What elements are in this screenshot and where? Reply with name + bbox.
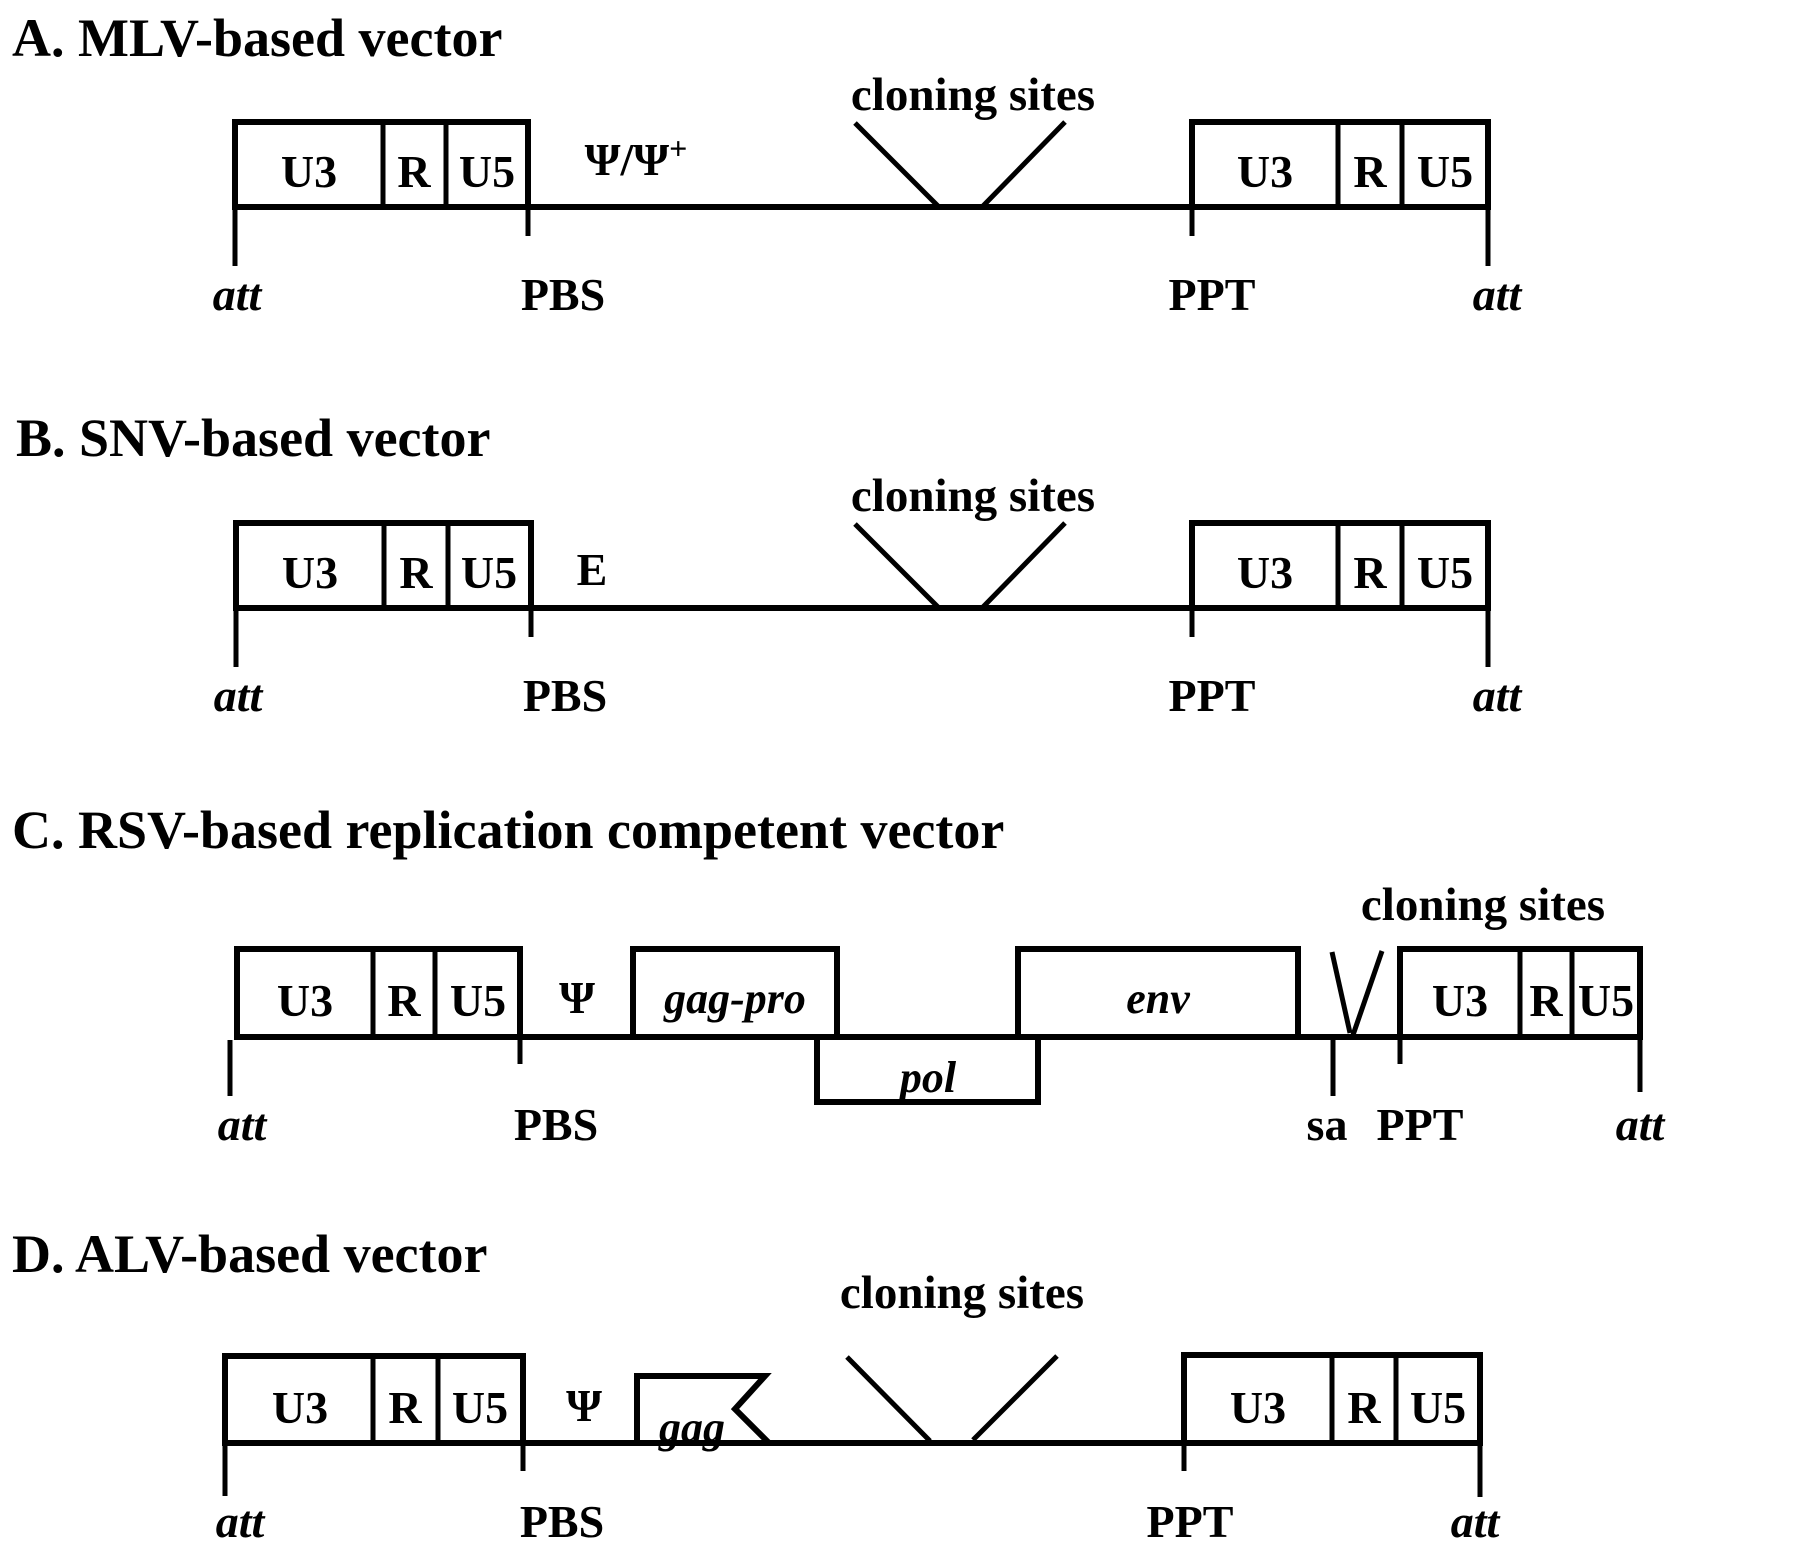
panel-c-gag-pro-label: gag-pro [663, 974, 806, 1023]
panel-d-ltr-right-u3-label: U3 [1230, 1382, 1286, 1433]
panel-d-cloning-sites-label: cloning sites [840, 1267, 1084, 1319]
panel-a-cloning-sites-label: cloning sites [851, 69, 1095, 121]
panel-a-mlv: A. MLV-based vector cloning sites U3 R U… [12, 8, 1522, 320]
panel-d-ltr-right-u5-label: U5 [1410, 1382, 1466, 1433]
panel-c-ltr-left-r-label: R [387, 975, 421, 1026]
panel-b-ltr-right-u3-label: U3 [1237, 547, 1293, 598]
panel-d-pbs-label: PBS [520, 1496, 604, 1547]
panel-b-ltr-left-r-label: R [399, 547, 433, 598]
panel-b-ltr-left-u5-label: U5 [461, 547, 517, 598]
panel-c-ltr-left-box [234, 946, 523, 1040]
panel-c-cloning-v-right-line [1350, 950, 1385, 1036]
panel-b-title: B. SNV-based vector [16, 408, 490, 468]
panel-c-ltr-right-u5-label: U5 [1578, 975, 1634, 1026]
panel-b-pbs-label: PBS [523, 670, 607, 721]
panel-a-packaging-signal-label: Ψ/Ψ+ [585, 130, 688, 185]
panel-c-att-right-label: att [1616, 1099, 1666, 1150]
panel-d-att-left-label: att [216, 1496, 266, 1547]
panel-c-pbs-label: PBS [514, 1099, 598, 1150]
panel-a-ltr-left-u5-label: U5 [459, 146, 515, 197]
panel-c-env-label: env [1126, 974, 1190, 1023]
panel-b-ppt-label: PPT [1169, 670, 1256, 721]
panel-c-title: C. RSV-based replication competent vecto… [12, 800, 1004, 860]
panel-d-cloning-v-left-line [845, 1355, 932, 1443]
panel-c-rsv: C. RSV-based replication competent vecto… [12, 800, 1665, 1150]
panel-c-cloning-v-left-line [1329, 951, 1353, 1034]
panel-a-cloning-v-left-line [853, 121, 940, 208]
panel-a-title: A. MLV-based vector [12, 8, 502, 68]
panel-a-ltr-right-u5-label: U5 [1417, 146, 1473, 197]
panel-c-ltr-right-r-label: R [1529, 975, 1563, 1026]
panel-a-att-left-label: att [213, 269, 263, 320]
panel-b-cloning-v-right-line [981, 521, 1067, 609]
panel-d-gag-label: gag [658, 1403, 725, 1452]
panel-a-ppt-label: PPT [1169, 269, 1256, 320]
panel-a-ltr-right-u3-label: U3 [1237, 146, 1293, 197]
panel-c-pol-box [814, 1034, 1041, 1105]
panel-c-ltr-right-u3-label: U3 [1432, 975, 1488, 1026]
panel-c-ltr-left-u3-label: U3 [277, 975, 333, 1026]
panel-c-pol-label: pol [896, 1053, 957, 1102]
panel-a-att-right-label: att [1473, 269, 1523, 320]
panel-b-ltr-right-r-label: R [1353, 547, 1387, 598]
panel-c-gag-pro-box [630, 946, 840, 1040]
panel-d-cloning-v-right-line [971, 1354, 1059, 1442]
panel-c-env-box [1015, 946, 1301, 1040]
panel-b-cloning-v-left-line [853, 522, 940, 609]
panel-a-ltr-left-r-label: R [397, 146, 431, 197]
panel-d-ltr-left-u3-label: U3 [272, 1382, 328, 1433]
panel-b-snv: B. SNV-based vector cloning sites U3 R U… [16, 408, 1522, 721]
panel-d-packaging-signal-label: Ψ [566, 1380, 602, 1431]
panel-d-alv: D. ALV-based vector cloning sites U3 R U… [12, 1224, 1500, 1547]
panel-c-sa-label: sa [1307, 1099, 1348, 1150]
panel-b-att-right-label: att [1473, 670, 1523, 721]
panel-c-ppt-label: PPT [1377, 1099, 1464, 1150]
panel-b-att-left-label: att [214, 670, 264, 721]
panel-d-att-right-label: att [1451, 1496, 1501, 1547]
panel-a-ltr-right-r-label: R [1353, 146, 1387, 197]
panel-b-ltr-right-u5-label: U5 [1417, 547, 1473, 598]
panel-d-ltr-left-u5-label: U5 [452, 1382, 508, 1433]
panel-c-packaging-signal-label: Ψ [559, 972, 595, 1023]
panel-c-att-left-label: att [218, 1099, 268, 1150]
panel-a-pbs-label: PBS [521, 269, 605, 320]
panel-d-ppt-label: PPT [1147, 1496, 1234, 1547]
panel-a-cloning-v-right-line [981, 120, 1067, 208]
panel-b-ltr-left-u3-label: U3 [282, 547, 338, 598]
panel-b-packaging-signal-label: E [577, 544, 608, 595]
panel-d-gag-truncated-box [634, 1373, 777, 1446]
panel-b-cloning-sites-label: cloning sites [851, 470, 1095, 522]
panel-d-ltr-right-r-label: R [1347, 1382, 1381, 1433]
panel-c-cloning-sites-label: cloning sites [1361, 879, 1605, 931]
panel-c-ltr-left-u5-label: U5 [450, 975, 506, 1026]
panel-d-title: D. ALV-based vector [12, 1224, 487, 1284]
panel-a-ltr-left-u3-label: U3 [281, 146, 337, 197]
panel-d-ltr-left-r-label: R [388, 1382, 422, 1433]
